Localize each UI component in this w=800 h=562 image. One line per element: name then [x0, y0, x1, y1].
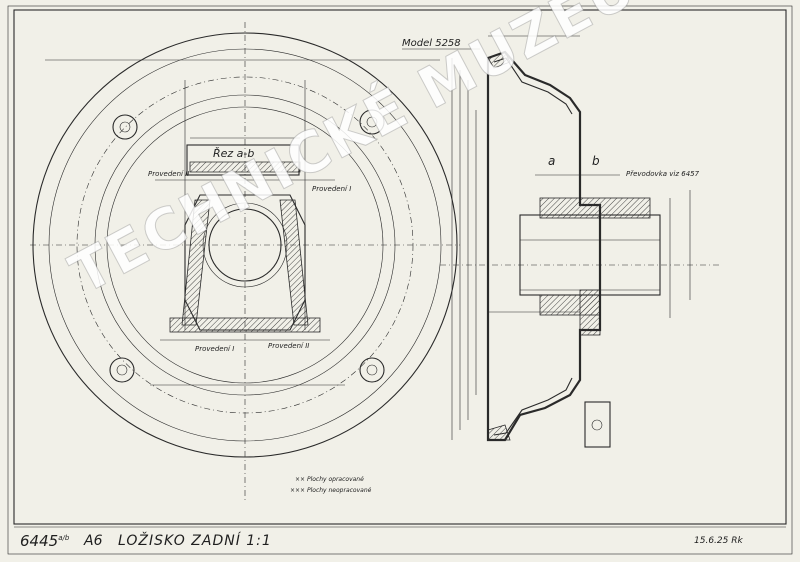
right-wall-hatch	[279, 199, 309, 326]
outer-frame	[7, 5, 793, 555]
variant-top-left: Provedení II	[148, 170, 189, 178]
right-note: Převodovka viz 6457	[626, 170, 700, 178]
base-rib-hatch	[169, 317, 321, 333]
section-mark-a: a	[548, 154, 555, 168]
body-circle	[94, 94, 396, 396]
bearing-bore	[208, 208, 282, 282]
variant-top-right: Provedení I	[312, 185, 351, 193]
dimension-ladder	[451, 58, 691, 440]
hub-flange-top	[539, 197, 651, 219]
variant-bottom-right: Provedení II	[268, 342, 309, 350]
boss-hatch	[579, 289, 601, 336]
bolt-circle	[76, 76, 414, 414]
initials-value: Rk	[731, 536, 743, 546]
date-value: 15.6.25	[694, 536, 729, 546]
note-1: ×× Plochy opracované	[295, 476, 364, 483]
drawing-number-suffix: a/b	[58, 534, 70, 542]
lower-lug	[584, 401, 611, 448]
model-label: Model 5258	[402, 38, 461, 49]
rim-hatch-bottom	[487, 424, 511, 441]
bolt-holes	[109, 109, 385, 383]
section-top-box	[186, 144, 300, 176]
drawing-date: 15.6.25 Rk	[694, 536, 743, 546]
inner-body-circle	[106, 106, 384, 384]
housing-outline	[486, 50, 602, 442]
side-section	[440, 35, 720, 448]
drawing-title: LOŽISKO ZADNÍ 1:1	[118, 533, 272, 549]
drawing-size: A6	[84, 533, 103, 549]
hub-body	[519, 214, 661, 296]
drawing-number-value: 6445	[20, 532, 59, 550]
front-view	[30, 22, 460, 500]
lug-hole	[591, 419, 603, 431]
note-2: ××× Plochy neopracované	[290, 487, 372, 494]
outer-flange-circle	[32, 32, 458, 458]
section-top-hatch	[189, 161, 301, 173]
drawing-number: 6445a/b	[20, 532, 69, 550]
section-mark-b: b	[592, 154, 600, 168]
drawing-border	[13, 9, 787, 525]
flange-inner-circle	[48, 48, 442, 442]
variant-bottom-left: Provedení I	[195, 345, 234, 353]
rim-hatch-top	[487, 51, 511, 69]
section-label: Řez a-b	[213, 147, 254, 160]
